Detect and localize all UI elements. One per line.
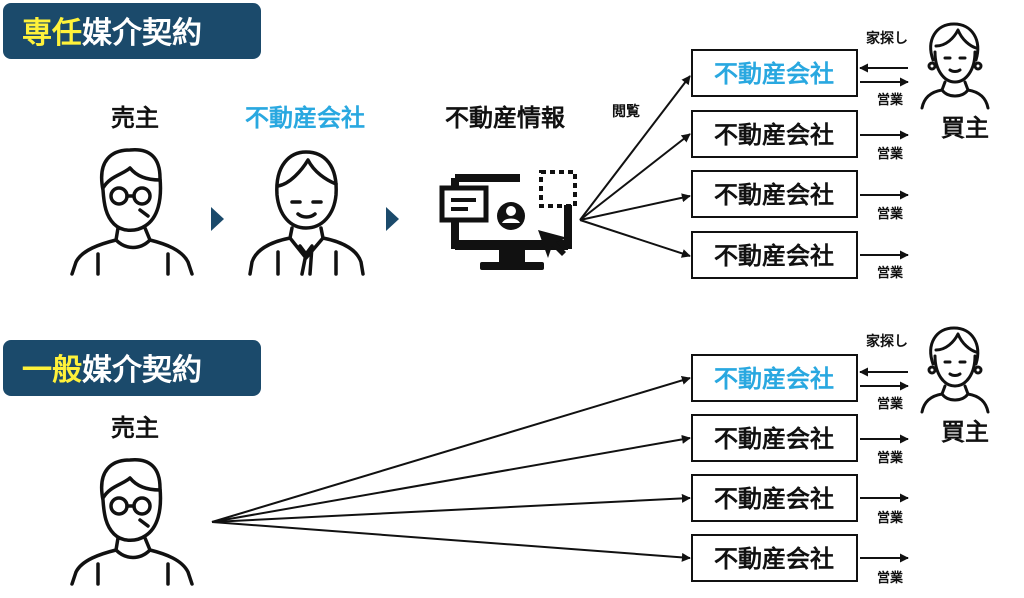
- general-buyer-label: 買主: [941, 418, 989, 446]
- exclusive-browse-label: 閲覧: [612, 103, 640, 120]
- exclusive-sales-label-2: 営業: [877, 146, 904, 162]
- exclusive-agent-label: 不動産会社: [245, 104, 365, 132]
- computer-monitor-icon: [439, 170, 577, 270]
- exclusive-buyer-label: 買主: [941, 114, 989, 142]
- exclusive-badge-accent: 専任: [22, 16, 82, 51]
- exclusive-company-2: 不動産会社: [714, 121, 834, 149]
- exclusive-sales-label-1: 営業: [877, 92, 904, 108]
- agent-icon: [248, 150, 365, 276]
- general-company-1: 不動産会社: [714, 365, 834, 393]
- general-companies: 不動産会社 不動産会社 不動産会社 不動産会社: [691, 354, 858, 582]
- flow-arrow-2-icon: [386, 207, 399, 231]
- exclusive-seller-label: 売主: [111, 104, 159, 132]
- buyer-icon-general: [920, 326, 990, 414]
- general-fan-arrows: [211, 376, 691, 562]
- general-buyer-arrows: [859, 367, 909, 563]
- seller-icon-general: [70, 458, 194, 586]
- general-company-4: 不動産会社: [714, 545, 834, 573]
- general-sales-label-3: 営業: [877, 510, 904, 526]
- svg-text:専任媒介契約: 専任媒介契約: [22, 16, 202, 51]
- buyer-icon: [920, 22, 990, 110]
- exclusive-info-label: 不動産情報: [445, 104, 566, 132]
- general-badge-accent: 一般: [22, 353, 82, 388]
- general-house-hunt-label: 家探し: [866, 333, 908, 350]
- exclusive-buyer-arrows: [859, 63, 909, 260]
- exclusive-company-1: 不動産会社: [714, 60, 834, 88]
- general-sales-label-1: 営業: [877, 396, 904, 412]
- general-company-2: 不動産会社: [714, 425, 834, 453]
- exclusive-house-hunt-label: 家探し: [866, 30, 908, 47]
- exclusive-badge: 専任媒介契約: [3, 3, 261, 59]
- general-seller-label: 売主: [111, 414, 159, 442]
- svg-text:一般媒介契約: 一般媒介契約: [22, 353, 202, 388]
- exclusive-badge-rest: 媒介契約: [82, 16, 202, 51]
- exclusive-company-4: 不動産会社: [714, 242, 834, 270]
- general-badge-rest: 媒介契約: [82, 353, 202, 388]
- exclusive-sales-label-3: 営業: [877, 206, 904, 222]
- exclusive-sales-label-4: 営業: [877, 265, 904, 281]
- seller-icon: [70, 148, 194, 276]
- exclusive-fan-arrows: [579, 75, 691, 258]
- general-sales-label-2: 営業: [877, 450, 904, 466]
- general-company-3: 不動産会社: [714, 485, 834, 513]
- exclusive-companies: 不動産会社 不動産会社 不動産会社 不動産会社: [691, 49, 858, 279]
- flow-arrow-1-icon: [211, 207, 224, 231]
- general-sales-label-4: 営業: [877, 570, 904, 586]
- general-badge: 一般媒介契約: [3, 340, 261, 396]
- exclusive-company-3: 不動産会社: [714, 181, 834, 209]
